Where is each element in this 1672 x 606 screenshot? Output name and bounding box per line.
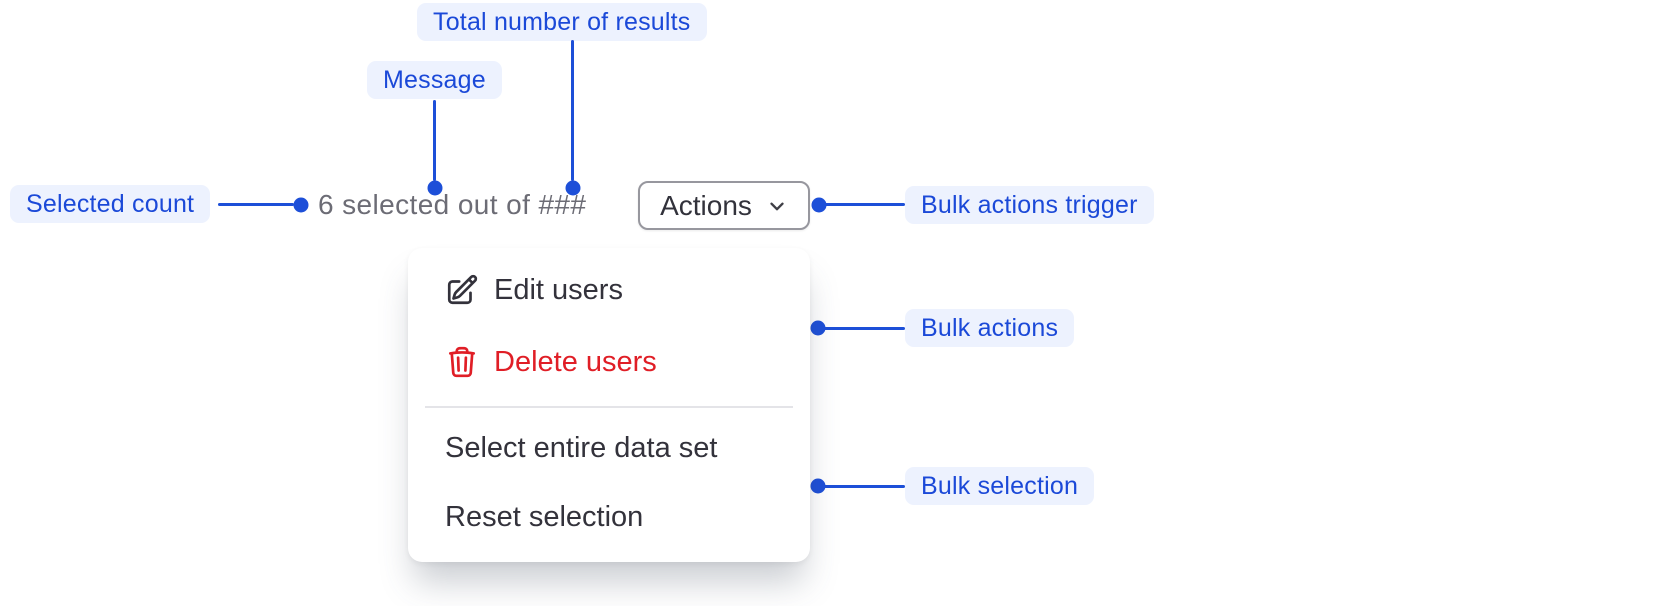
annotation-bulk-selection: Bulk selection <box>905 467 1095 505</box>
annotation-selected-count: Selected count <box>10 185 211 223</box>
menu-item-label: Delete users <box>494 345 657 378</box>
connector-line-bulk-selection <box>823 485 905 488</box>
connector-dot-bulk-selection <box>810 478 826 494</box>
annotation-message: Message <box>367 61 502 99</box>
connector-line-bulk-actions-trigger <box>824 203 905 206</box>
connector-line-total-results <box>571 40 574 181</box>
menu-item-edit-users[interactable]: Edit users <box>445 268 623 312</box>
connector-dot-message <box>427 180 443 196</box>
menu-item-label: Edit users <box>494 273 623 306</box>
menu-item-reset-selection[interactable]: Reset selection <box>445 495 643 539</box>
connector-dot-bulk-actions-trigger <box>811 197 827 213</box>
connector-dot-selected-count <box>293 197 309 213</box>
menu-item-label: Select entire data set <box>445 431 718 464</box>
selected-count-message: 6 selected out of ### <box>318 189 587 220</box>
menu-divider <box>425 406 793 408</box>
connector-line-bulk-actions <box>823 327 905 330</box>
menu-item-delete-users[interactable]: Delete users <box>445 340 657 384</box>
connector-line-message <box>433 100 436 181</box>
chevron-down-icon <box>766 195 788 217</box>
menu-item-label: Reset selection <box>445 500 644 533</box>
connector-dot-bulk-actions <box>810 320 826 336</box>
annotation-bulk-actions: Bulk actions <box>905 309 1075 347</box>
annotation-total-results: Total number of results <box>417 3 707 41</box>
connector-line-selected-count <box>218 203 294 206</box>
bulk-actions-trigger-button[interactable]: Actions <box>638 181 810 230</box>
annotation-bulk-actions-trigger: Bulk actions trigger <box>905 186 1154 224</box>
edit-icon <box>445 273 479 307</box>
bulk-actions-menu: Edit users Delete users Select entire da… <box>408 248 810 562</box>
trash-icon <box>445 345 479 379</box>
actions-button-label: Actions <box>660 189 752 221</box>
menu-item-select-entire-data-set[interactable]: Select entire data set <box>445 426 717 470</box>
connector-dot-total-results <box>565 180 581 196</box>
